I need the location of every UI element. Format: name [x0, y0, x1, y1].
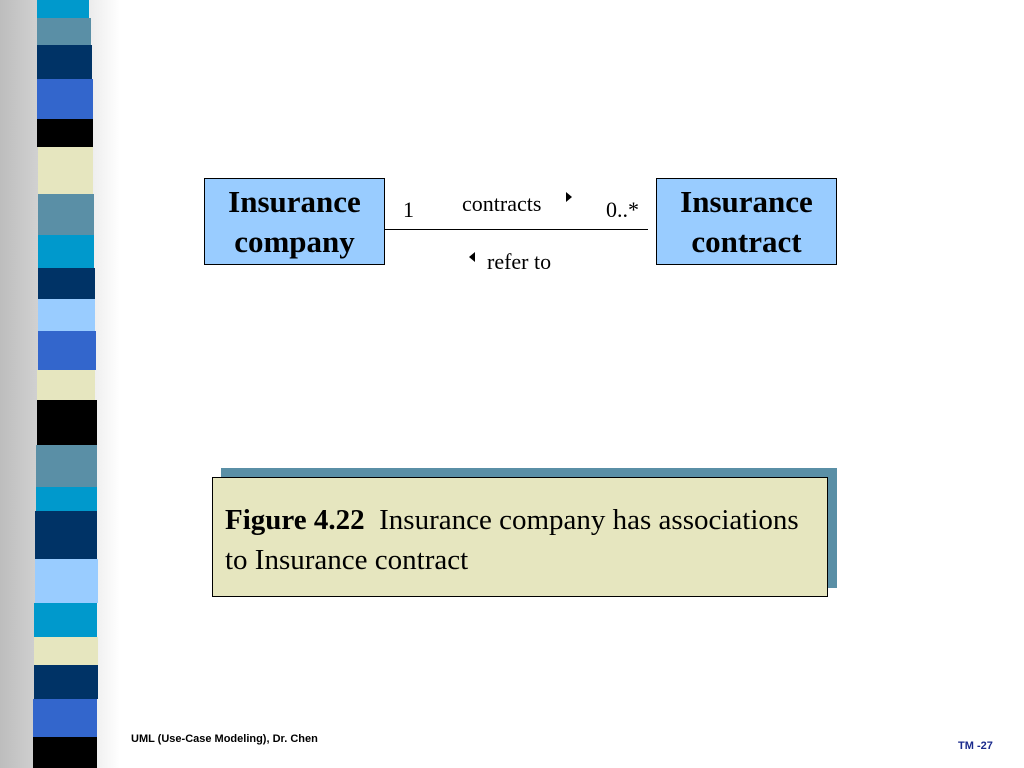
left-multiplicity: 1 — [403, 197, 414, 222]
decorative-stripe — [34, 603, 97, 637]
association-line — [385, 229, 648, 230]
figure-caption: Figure 4.22 Insurance company has associ… — [212, 477, 828, 597]
figure-caption-text: Insurance company has associations to In… — [225, 504, 799, 576]
class-name: Insurance company — [228, 183, 361, 259]
decorative-stripe — [38, 147, 93, 194]
reverse-role-label: refer to — [487, 249, 552, 274]
decorative-stripe — [37, 45, 92, 79]
decorative-stripe — [35, 511, 97, 559]
decorative-stripe — [35, 559, 98, 603]
decorative-stripe — [38, 194, 94, 235]
decorative-stripe — [38, 331, 96, 370]
decorative-stripe — [33, 699, 97, 737]
footer-slide-number: TM -27 — [958, 740, 993, 752]
decorative-stripe — [38, 299, 95, 331]
decorative-stripe — [37, 79, 93, 119]
class-insurance-contract: Insurance contract — [656, 178, 837, 265]
right-multiplicity: 0..* — [606, 197, 639, 222]
reverse-direction-arrow-icon — [469, 252, 475, 262]
forward-role-label: contracts — [462, 191, 542, 216]
decorative-stripe — [37, 370, 95, 400]
decorative-stripe — [37, 119, 93, 147]
decorative-stripe — [36, 445, 97, 487]
decorative-stripe — [37, 18, 91, 45]
decorative-stripe — [38, 235, 94, 268]
decorative-stripe — [38, 268, 95, 299]
figure-label: Figure 4.22 — [225, 504, 365, 536]
class-name: Insurance contract — [680, 183, 813, 259]
decorative-stripe — [37, 0, 89, 18]
class-insurance-company: Insurance company — [204, 178, 385, 265]
decorative-stripe — [34, 637, 98, 665]
footer-course-title: UML (Use-Case Modeling), Dr. Chen — [131, 733, 318, 745]
forward-direction-arrow-icon — [566, 192, 572, 202]
decorative-stripe-band — [0, 0, 120, 768]
decorative-stripe — [36, 487, 97, 511]
decorative-stripe — [34, 665, 98, 699]
decorative-stripe — [33, 737, 97, 768]
decorative-stripe — [37, 400, 97, 445]
